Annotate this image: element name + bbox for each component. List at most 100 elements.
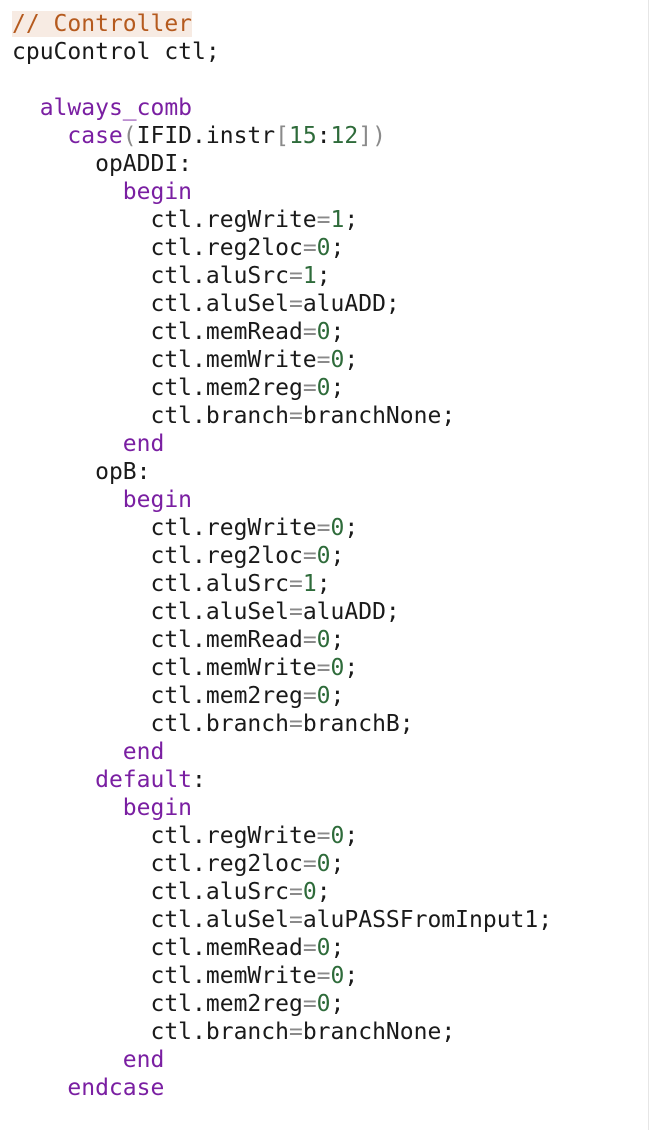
code-number: 1 xyxy=(302,571,317,597)
code-line[interactable]: ctl.memRead=0; xyxy=(12,626,648,654)
code-line[interactable]: ctl.aluSrc=0; xyxy=(12,878,648,906)
code-indent xyxy=(12,263,150,289)
code-identifier: aluADD xyxy=(302,291,386,317)
code-punctuation: ; xyxy=(330,375,345,401)
code-line[interactable]: ctl.branch=branchNone; xyxy=(12,1018,648,1046)
code-number: 0 xyxy=(330,347,345,373)
code-line[interactable]: ctl.memWrite=0; xyxy=(12,654,648,682)
code-punctuation: ; xyxy=(330,935,345,961)
code-line[interactable]: opB: xyxy=(12,458,648,486)
code-keyword: default xyxy=(95,767,193,793)
code-line[interactable]: ctl.mem2reg=0; xyxy=(12,374,648,402)
code-line[interactable]: // Controller xyxy=(12,10,648,38)
code-bracket: [ xyxy=(275,123,289,149)
code-operator: = xyxy=(302,319,317,345)
code-line[interactable]: opADDI: xyxy=(12,150,648,178)
code-line[interactable]: begin xyxy=(12,178,648,206)
code-line[interactable]: ctl.aluSel=aluADD; xyxy=(12,598,648,626)
code-line[interactable]: case(IFID.instr[15:12]) xyxy=(12,122,648,150)
code-identifier: ctl.regWrite xyxy=(150,515,317,541)
code-punctuation: ; xyxy=(385,599,400,625)
code-identifier: ctl.memRead xyxy=(150,319,303,345)
code-line[interactable]: ctl.branch=branchNone; xyxy=(12,402,648,430)
code-line[interactable]: ctl.branch=branchB; xyxy=(12,710,648,738)
code-indent xyxy=(12,683,150,709)
code-identifier: branchB xyxy=(302,711,400,737)
code-indent xyxy=(12,207,150,233)
code-identifier: branchNone xyxy=(302,1019,442,1045)
code-bracket: ]) xyxy=(358,123,386,149)
code-punctuation: ; xyxy=(441,403,456,429)
code-indent xyxy=(12,907,150,933)
code-operator: = xyxy=(288,907,303,933)
code-punctuation: ; xyxy=(330,543,345,569)
code-line[interactable]: ctl.regWrite=0; xyxy=(12,514,648,542)
code-keyword: begin xyxy=(122,179,193,205)
code-operator: = xyxy=(316,963,331,989)
code-number: 0 xyxy=(316,627,331,653)
code-indent xyxy=(12,1075,67,1101)
code-number: 0 xyxy=(330,515,345,541)
code-line[interactable]: ctl.memRead=0; xyxy=(12,318,648,346)
code-line[interactable]: ctl.reg2loc=0; xyxy=(12,850,648,878)
code-operator: = xyxy=(288,711,303,737)
code-identifier: ctl.reg2loc xyxy=(150,851,303,877)
code-line[interactable]: ctl.regWrite=0; xyxy=(12,822,648,850)
code-identifier: ctl.memWrite xyxy=(150,347,317,373)
code-line[interactable]: ctl.regWrite=1; xyxy=(12,206,648,234)
code-line[interactable]: end xyxy=(12,430,648,458)
code-indent xyxy=(12,487,123,513)
code-operator: = xyxy=(302,683,317,709)
code-line[interactable]: ctl.memWrite=0; xyxy=(12,346,648,374)
code-keyword: begin xyxy=(122,795,193,821)
code-identifier: ctl.aluSel xyxy=(150,907,289,933)
code-indent xyxy=(12,95,40,121)
code-indent xyxy=(12,655,150,681)
code-line[interactable]: begin xyxy=(12,794,648,822)
code-operator: = xyxy=(288,879,303,905)
code-line[interactable]: ctl.memRead=0; xyxy=(12,934,648,962)
code-line[interactable]: ctl.mem2reg=0; xyxy=(12,682,648,710)
code-punctuation: ; xyxy=(344,963,359,989)
code-line[interactable]: ctl.aluSel=aluPASSFromInput1; xyxy=(12,906,648,934)
code-line[interactable]: begin xyxy=(12,486,648,514)
code-indent xyxy=(12,823,150,849)
code-comment: // Controller xyxy=(12,11,193,37)
code-identifier: ctl.memRead xyxy=(150,935,303,961)
code-line[interactable]: always_comb xyxy=(12,94,648,122)
code-identifier: ctl.aluSel xyxy=(150,291,289,317)
code-line[interactable]: ctl.aluSrc=1; xyxy=(12,262,648,290)
code-number: 0 xyxy=(316,683,331,709)
code-line[interactable]: ctl.aluSel=aluADD; xyxy=(12,290,648,318)
code-operator: = xyxy=(288,291,303,317)
code-punctuation: ; xyxy=(316,879,331,905)
code-line[interactable]: endcase xyxy=(12,1074,648,1102)
code-punctuation: ; xyxy=(385,291,400,317)
code-keyword: endcase xyxy=(67,1075,165,1101)
code-bracket: ( xyxy=(122,123,137,149)
code-line[interactable]: ctl.reg2loc=0; xyxy=(12,542,648,570)
code-line[interactable]: ctl.aluSrc=1; xyxy=(12,570,648,598)
code-identifier: ctl.branch xyxy=(150,403,289,429)
code-indent xyxy=(12,347,150,373)
editor-edge-divider xyxy=(648,0,649,1130)
code-line[interactable]: default: xyxy=(12,766,648,794)
code-identifier: ctl.aluSel xyxy=(150,599,289,625)
code-line[interactable]: cpuControl ctl; xyxy=(12,38,648,66)
code-operator: = xyxy=(302,991,317,1017)
code-keyword: always_comb xyxy=(39,95,193,121)
code-line[interactable]: end xyxy=(12,738,648,766)
code-punctuation: ; xyxy=(344,347,359,373)
code-indent xyxy=(12,627,150,653)
code-line[interactable]: ctl.reg2loc=0; xyxy=(12,234,648,262)
code-line[interactable]: ctl.mem2reg=0; xyxy=(12,990,648,1018)
code-identifier: ctl.regWrite xyxy=(150,207,317,233)
code-operator: = xyxy=(288,263,303,289)
code-indent xyxy=(12,319,150,345)
code-line[interactable] xyxy=(12,66,648,94)
code-line[interactable]: ctl.memWrite=0; xyxy=(12,962,648,990)
code-line[interactable]: end xyxy=(12,1046,648,1074)
code-indent xyxy=(12,571,150,597)
